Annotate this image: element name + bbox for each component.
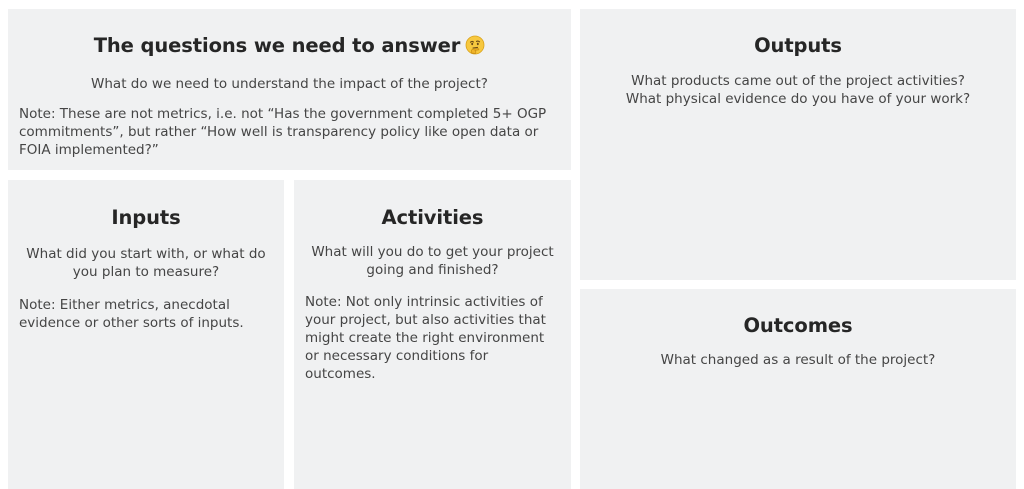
questions-note: Note: These are not metrics, i.e. not “H… [19, 106, 547, 158]
inputs-title: Inputs [111, 206, 181, 229]
outputs-subtitle-line-2: What physical evidence do you have of yo… [625, 91, 971, 107]
outputs-card: Outputs What products came out of the pr… [580, 9, 1016, 280]
outputs-subtitle: What products came out of the project ac… [580, 72, 1016, 108]
questions-card: The questions we need to answer What do … [8, 9, 571, 170]
activities-subtitle: What will you do to get your project goi… [311, 244, 554, 278]
outcomes-subtitle: What changed as a result of the project? [660, 352, 936, 368]
outcomes-title: Outcomes [743, 314, 853, 337]
activities-note: Note: Not only intrinsic activities of y… [305, 294, 546, 382]
thinking-face-emoji-icon [465, 35, 485, 60]
questions-subtitle: What do we need to understand the impact… [91, 76, 488, 92]
outputs-title: Outputs [754, 34, 842, 57]
questions-title: The questions we need to answer [93, 34, 461, 57]
activities-card: Activities What will you do to get your … [294, 180, 571, 489]
questions-title-row: The questions we need to answer [8, 34, 571, 60]
inputs-note: Note: Either metrics, anecdotal evidence… [19, 297, 244, 331]
outputs-subtitle-line-1: What products came out of the project ac… [631, 73, 965, 89]
inputs-subtitle: What did you start with, or what do you … [26, 246, 266, 280]
activities-title: Activities [381, 206, 484, 229]
outcomes-card: Outcomes What changed as a result of the… [580, 289, 1016, 489]
inputs-card: Inputs What did you start with, or what … [8, 180, 284, 489]
